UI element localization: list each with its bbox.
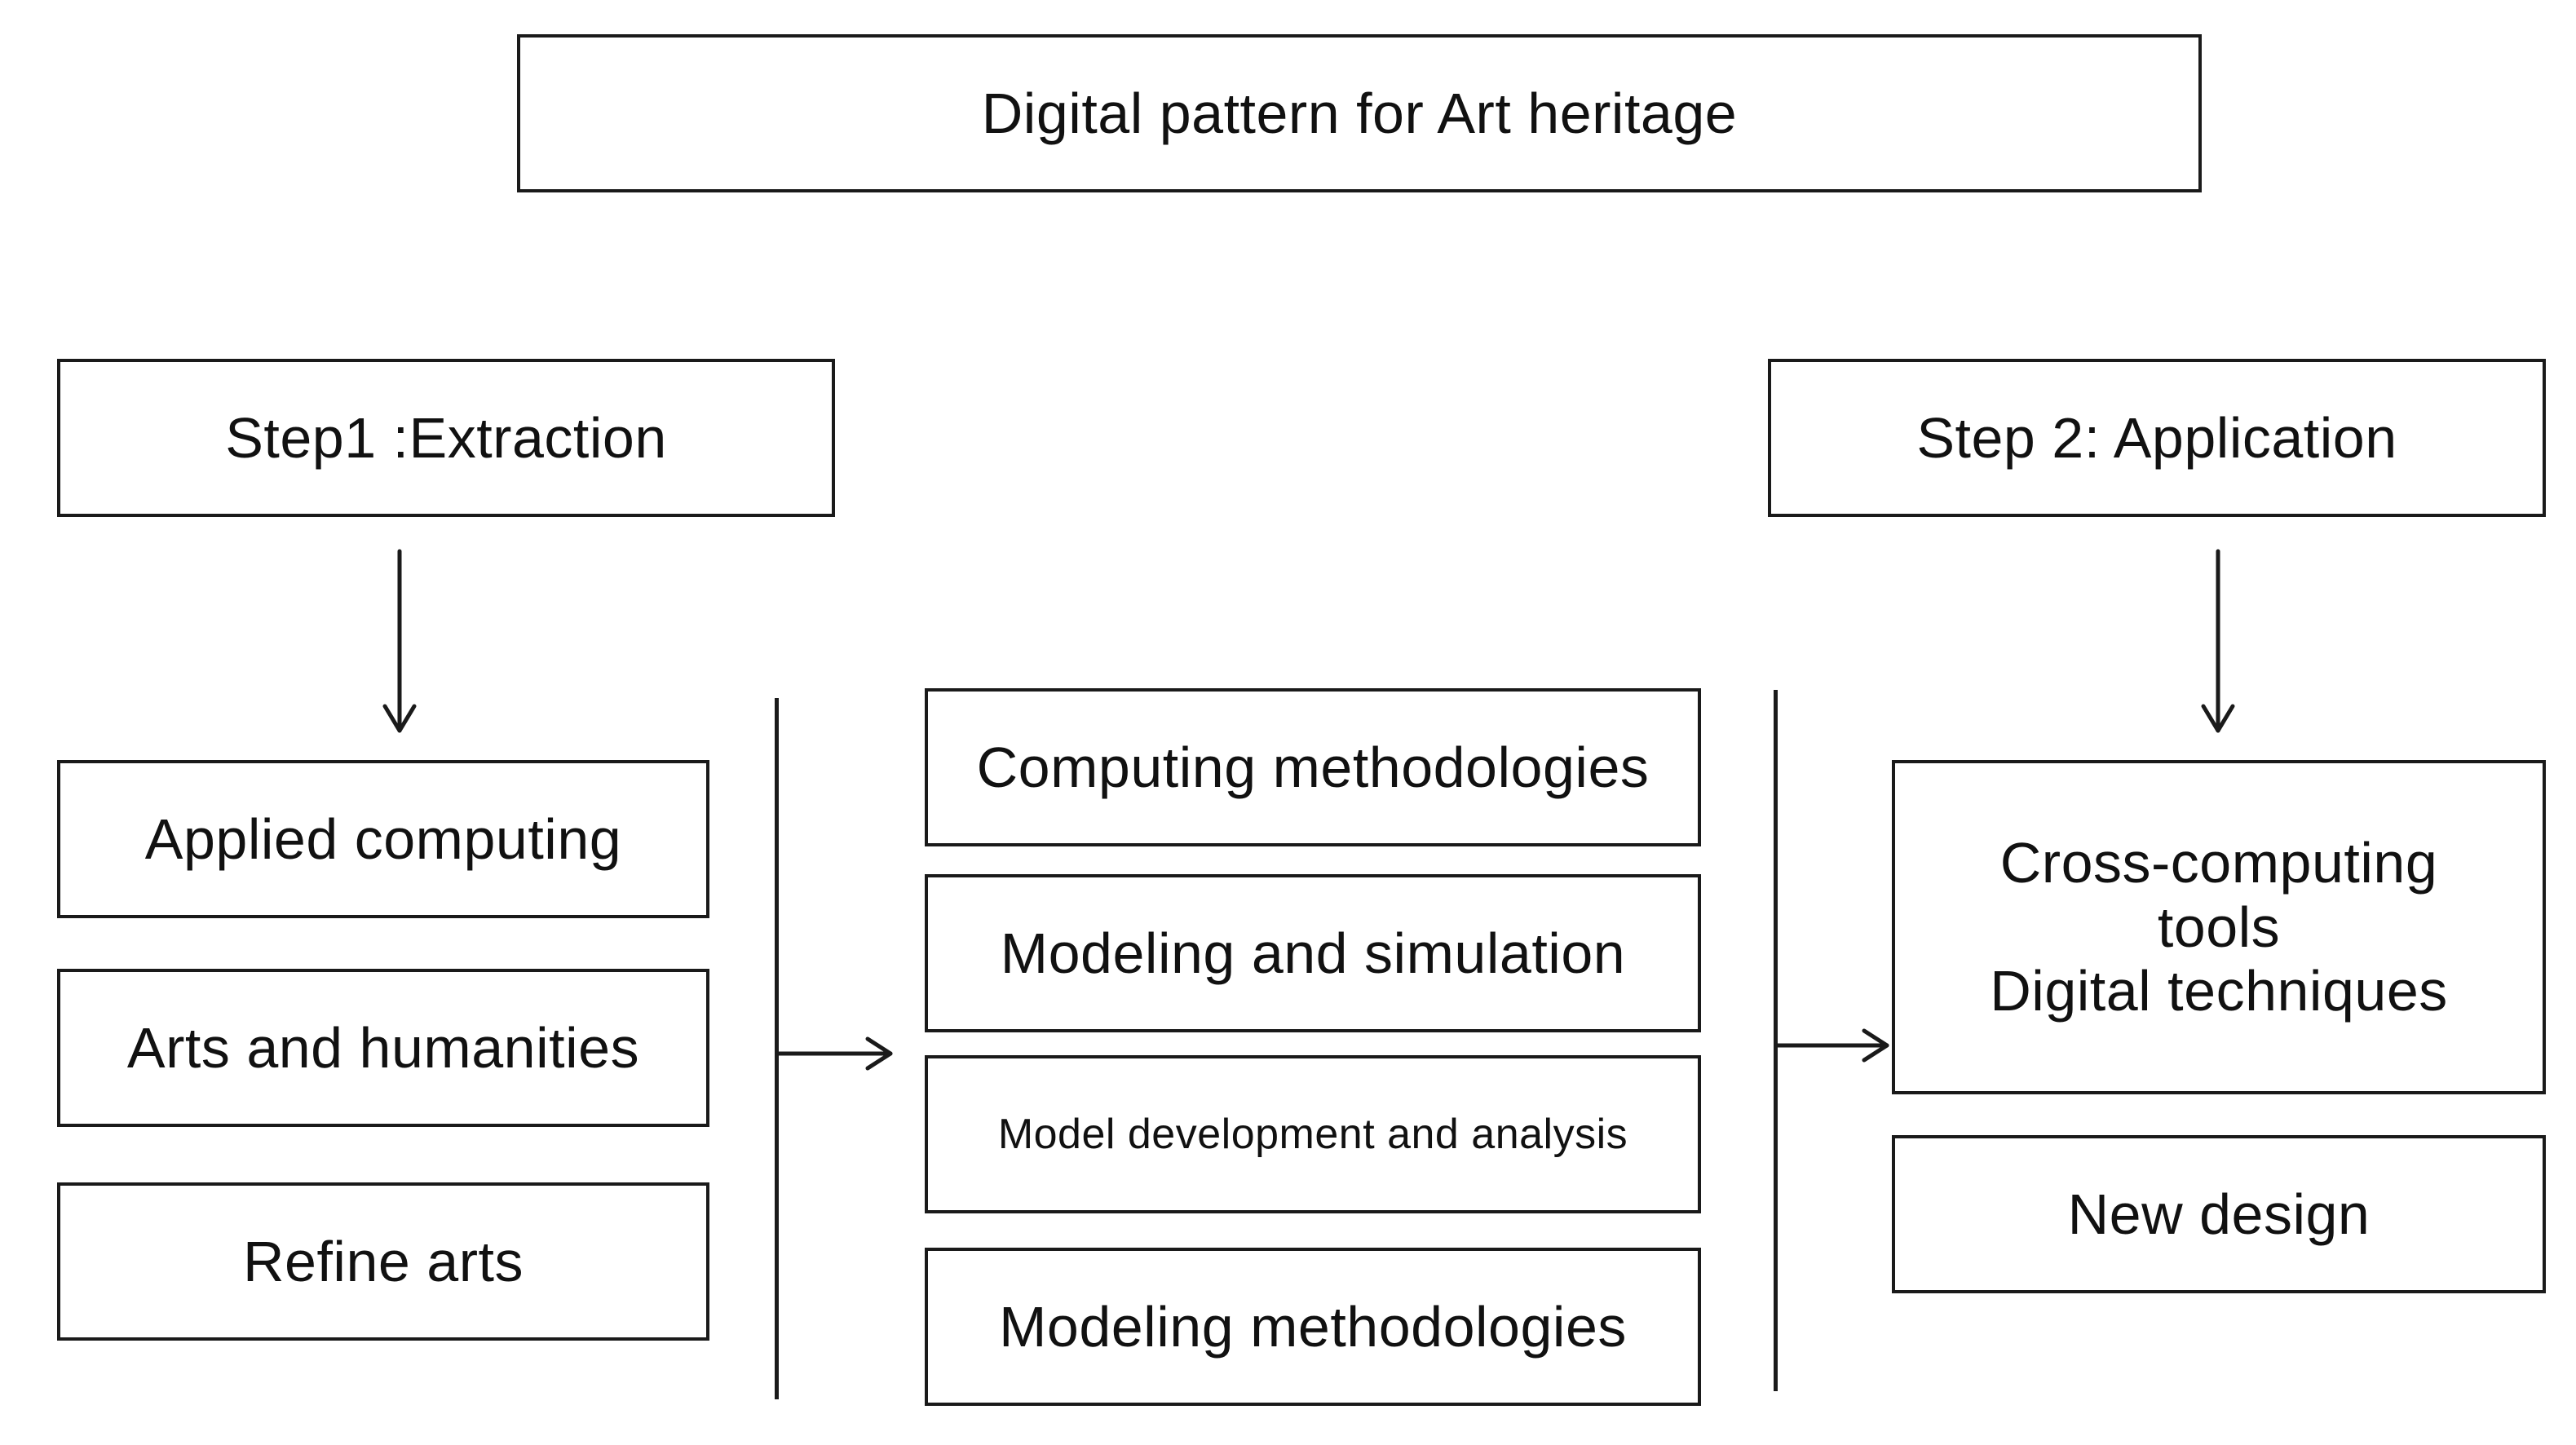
left-box-label: Refine arts (243, 1229, 524, 1293)
diagram-title: Digital pattern for Art heritage (981, 81, 1738, 145)
right-bracket-line (1774, 690, 1778, 1391)
step2-label: Step 2: Application (1916, 405, 2397, 470)
middle-box-label: Modeling and simulation (1000, 921, 1626, 985)
left-box-applied-computing: Applied computing (57, 760, 709, 918)
right-box-label: New design (2067, 1182, 2371, 1246)
left-to-middle-arrow (775, 1036, 893, 1071)
right-box-new-design: New design (1892, 1135, 2546, 1293)
step1-box: Step1 :Extraction (57, 359, 835, 517)
right-box-line: Cross-computing (1999, 831, 2438, 895)
right-box-line: tools (2157, 895, 2281, 959)
middle-box-label: Model development and analysis (997, 1110, 1628, 1158)
step1-label: Step1 :Extraction (225, 405, 667, 470)
left-box-label: Applied computing (144, 806, 622, 871)
middle-box-modeling-methodologies: Modeling methodologies (925, 1248, 1701, 1406)
middle-to-right-arrow (1774, 1028, 1889, 1063)
middle-box-label: Modeling methodologies (999, 1294, 1627, 1359)
middle-box-label: Computing methodologies (976, 735, 1650, 799)
right-box-line: Digital techniques (1990, 959, 2448, 1023)
left-box-refine-arts: Refine arts (57, 1182, 709, 1341)
step2-box: Step 2: Application (1768, 359, 2546, 517)
left-box-arts-humanities: Arts and humanities (57, 969, 709, 1127)
step1-down-arrow (382, 549, 417, 733)
left-box-label: Arts and humanities (126, 1015, 640, 1080)
diagram-title-box: Digital pattern for Art heritage (517, 34, 2202, 192)
step2-down-arrow (2201, 549, 2235, 733)
middle-box-model-development: Model development and analysis (925, 1055, 1701, 1213)
right-box-tools-techniques: Cross-computing tools Digital techniques (1892, 760, 2546, 1094)
middle-box-computing-methodologies: Computing methodologies (925, 688, 1701, 846)
middle-box-modeling-simulation: Modeling and simulation (925, 874, 1701, 1032)
left-bracket-line (775, 698, 779, 1399)
